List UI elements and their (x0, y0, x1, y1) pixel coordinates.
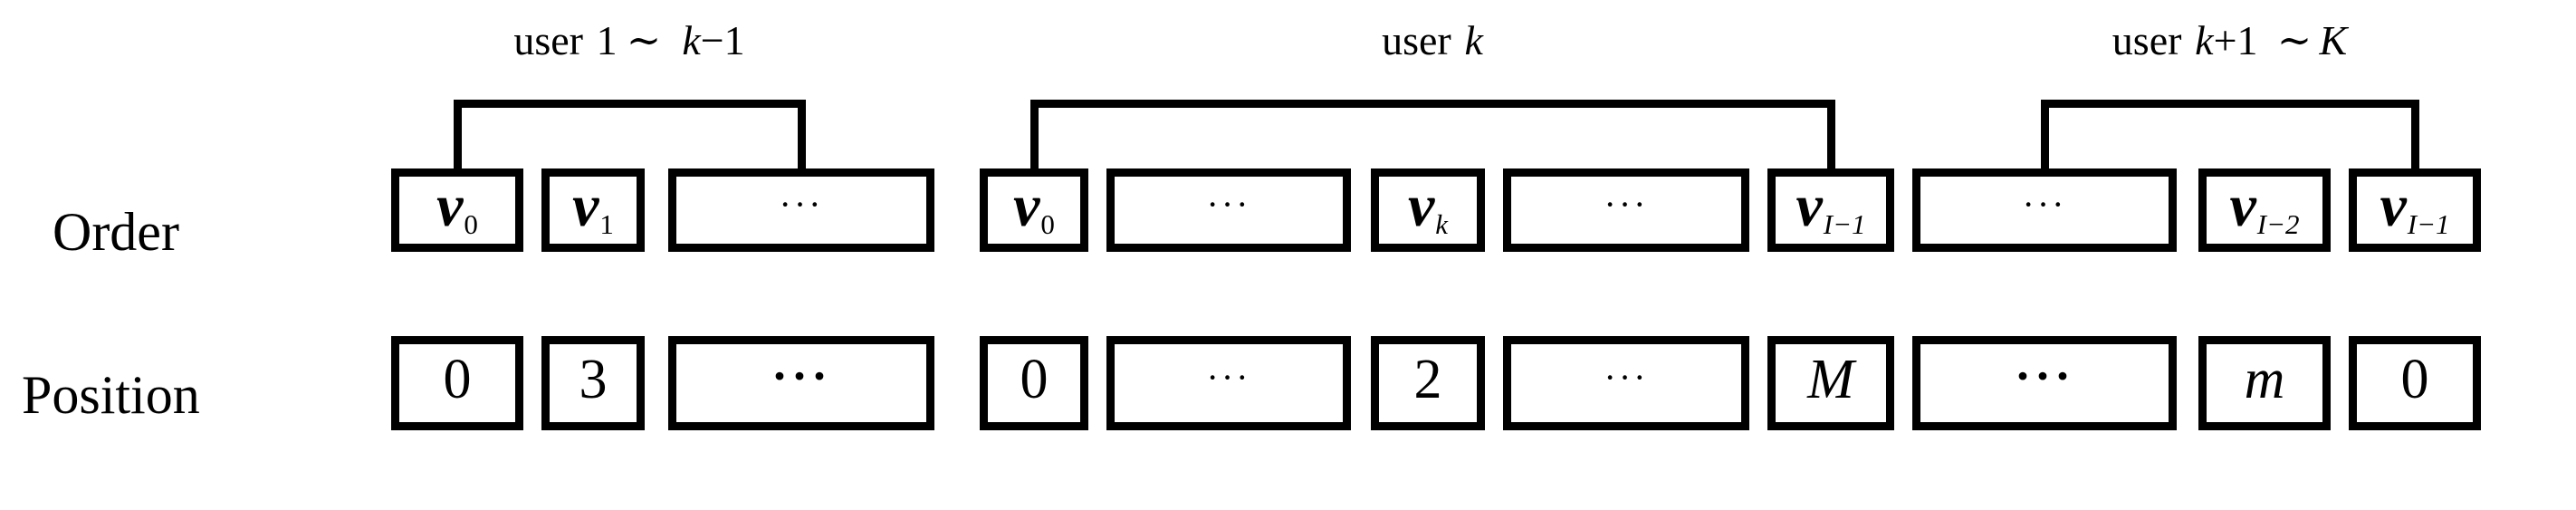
caption-prefix: user (1382, 17, 1451, 63)
position-row-label: Position (22, 365, 200, 425)
vector-subscript: 0 (464, 207, 478, 240)
order-cell[interactable]: ··· (668, 168, 934, 252)
position-cell[interactable]: ··· (668, 336, 934, 430)
ellipsis: ··· (2022, 184, 2067, 225)
ellipsis: ··· (1604, 184, 1649, 225)
vector-subscript: 1 (599, 207, 614, 240)
position-cell[interactable]: M (1767, 336, 1894, 430)
position-value: 0 (443, 349, 472, 411)
position-value: 0 (1020, 349, 1049, 411)
position-cell[interactable]: 3 (541, 336, 645, 430)
ellipsis: ··· (1206, 357, 1251, 398)
vector-symbol: vI−1 (1796, 173, 1866, 240)
vector-symbol: vk (1407, 173, 1449, 240)
order-cell[interactable]: vI−1 (2349, 168, 2481, 252)
position-cell[interactable]: ··· (1912, 336, 2177, 430)
caption-variable: k (2195, 17, 2214, 63)
position-value: 3 (579, 349, 608, 411)
ellipsis: ··· (1206, 184, 1251, 225)
position-cell[interactable]: 0 (391, 336, 523, 430)
vector-subscript: k (1435, 207, 1449, 240)
ellipsis: ··· (771, 348, 832, 403)
vector-subscript: I−1 (2407, 207, 2450, 240)
caption-suffix: −1 (700, 17, 745, 63)
order-cell[interactable]: vI−1 (1767, 168, 1894, 252)
caption-suffix: +1 (2213, 17, 2258, 63)
position-cell[interactable]: 0 (980, 336, 1088, 430)
position-cell[interactable]: 2 (1371, 336, 1485, 430)
position-cell[interactable]: 0 (2349, 336, 2481, 430)
group-bracket (1029, 100, 1835, 168)
vector-subscript: I−1 (1823, 207, 1866, 240)
order-cell[interactable]: ··· (1503, 168, 1749, 252)
position-value: 2 (1413, 349, 1442, 411)
position-value: 0 (2400, 349, 2429, 411)
ellipsis: ··· (1604, 357, 1649, 398)
caption-tilde: ∼ (626, 17, 662, 63)
order-cell[interactable]: v1 (541, 168, 645, 252)
group-bracket (453, 100, 806, 168)
order-cell[interactable]: ··· (1106, 168, 1351, 252)
order-row-label: Order (53, 202, 179, 262)
group-caption: user 1∼ k−1 (222, 20, 1037, 62)
ellipsis: ··· (779, 184, 824, 225)
vector-symbol: v1 (572, 173, 614, 240)
vector-symbol: v0 (1013, 173, 1055, 240)
vector-symbol: v0 (436, 173, 478, 240)
caption-prefix: user (2112, 17, 2182, 63)
order-cell[interactable]: v0 (980, 168, 1088, 252)
vector-subscript: I−2 (2256, 207, 2300, 240)
ellipsis: ··· (2014, 348, 2075, 403)
position-cell[interactable]: m (2198, 336, 2331, 430)
vector-symbol: vI−1 (2380, 173, 2450, 240)
order-cell[interactable]: ··· (1912, 168, 2177, 252)
group-bracket (2040, 100, 2419, 168)
order-cell[interactable]: vk (1371, 168, 1485, 252)
caption-variable: k (682, 17, 701, 63)
position-value: m (2244, 349, 2285, 411)
caption-variable: k (1464, 17, 1483, 63)
order-cell[interactable]: vI−2 (2198, 168, 2331, 252)
caption-prefix: user (513, 17, 583, 63)
order-cell[interactable]: v0 (391, 168, 523, 252)
position-cell[interactable]: ··· (1503, 336, 1749, 430)
vector-subscript: 0 (1040, 207, 1055, 240)
position-value: M (1807, 349, 1854, 411)
vector-symbol: vI−2 (2229, 173, 2300, 240)
caption-range-start: 1 (596, 17, 618, 63)
caption-variable-end: K (2319, 17, 2348, 63)
position-cell[interactable]: ··· (1106, 336, 1351, 430)
caption-tilde: ∼ (2276, 17, 2313, 63)
